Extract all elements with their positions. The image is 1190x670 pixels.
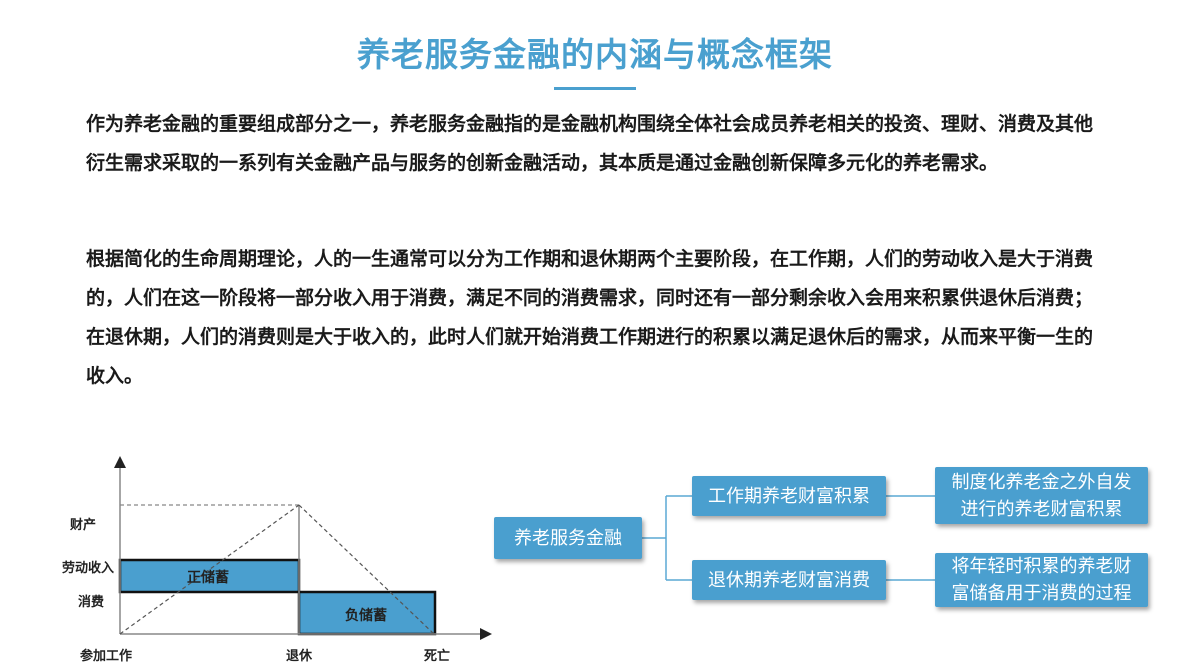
branch-node-working-accumulation: 工作期养老财富积累	[692, 476, 886, 516]
root-node-elderly-service-finance: 养老服务金融	[494, 517, 642, 559]
x-label-retire: 退休	[286, 649, 313, 664]
title-underline	[554, 87, 636, 90]
x-label-start-work: 参加工作	[80, 649, 133, 664]
y-label-labor-income: 劳动收入	[62, 561, 115, 576]
page-title: 养老服务金融的内涵与概念框架	[357, 35, 833, 74]
x-label-death: 死亡	[424, 649, 451, 664]
desc-line: 将年轻时积累的养老财	[951, 556, 1132, 577]
root-node-label: 养老服务金融	[514, 527, 622, 549]
desc-line: 制度化养老金之外自发	[951, 471, 1132, 493]
desc-node-retirement-consumption: 将年轻时积累的养老财 富储备用于消费的过程	[935, 553, 1148, 607]
y-label-consumption: 消费	[78, 595, 105, 610]
positive-savings-label: 正储蓄	[187, 570, 229, 586]
y-label-wealth: 财产	[70, 518, 97, 533]
branch-node-retirement-consumption: 退休期养老财富消费	[692, 560, 886, 600]
desc-line: 富储备用于消费的过程	[951, 583, 1132, 604]
desc-node-working-accumulation: 制度化养老金之外自发 进行的养老财富积累	[935, 467, 1148, 524]
intro-paragraph: 作为养老金融的重要组成部分之一，养老服务金融指的是金融机构围绕全体社会成员养老相…	[86, 113, 1094, 174]
negative-savings-label: 负储蓄	[345, 608, 387, 624]
lifecycle-paragraph: 根据简化的生命周期理论，人的一生通常可以分为工作期和退休期两个主要阶段，在工作期…	[86, 248, 1094, 387]
desc-line: 进行的养老财富积累	[960, 498, 1123, 520]
wealth-drawdown-line	[298, 504, 435, 635]
wealth-accumulation-line	[119, 504, 300, 635]
branch-node-label: 退休期养老财富消费	[708, 569, 870, 591]
branch-node-label: 工作期养老财富积累	[708, 485, 870, 507]
